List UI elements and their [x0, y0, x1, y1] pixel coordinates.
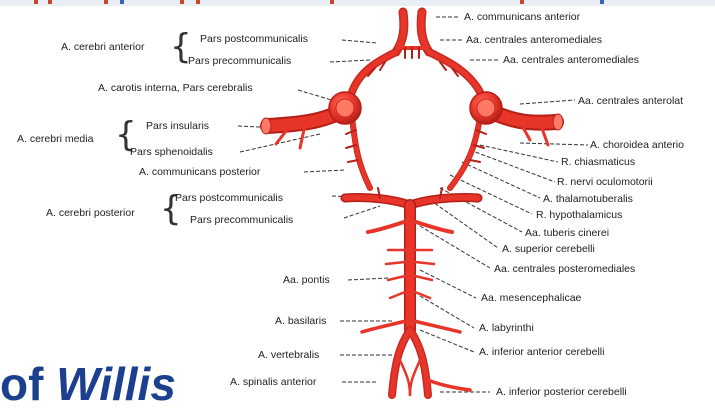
title-part-willis: Willis: [56, 358, 176, 410]
arteries: [268, 12, 556, 395]
label-centrales-posteromediales: Aa. centrales posteromediales: [494, 263, 635, 275]
label-communicans-anterior: A. communicans anterior: [464, 11, 580, 23]
label-superior-cerebelli: A. superior cerebelli: [502, 243, 595, 255]
label-aca-precommunicalis: Pars precommunicalis: [188, 55, 291, 67]
label-pars-sphenoidalis: Pars sphenoidalis: [130, 146, 213, 158]
label-cerebri-media: A. cerebri media: [17, 133, 93, 145]
label-cerebri-anterior: A. cerebri anterior: [61, 41, 144, 53]
circle-of-willis-diagram: { { { A. communicans anterior Aa. centra…: [0, 0, 715, 401]
label-pca-postcommunicalis: Pars postcommunicalis: [175, 192, 283, 204]
label-pca-precommunicalis: Pars precommunicalis: [190, 214, 293, 226]
label-spinalis-anterior: A. spinalis anterior: [230, 376, 316, 388]
label-mesencephalicae: Aa. mesencephalicae: [481, 292, 581, 304]
label-pars-insularis: Pars insularis: [146, 120, 209, 132]
label-inferior-anterior-cerebelli: A. inferior anterior cerebelli: [479, 346, 604, 358]
label-choroidea-anterior: A. choroidea anterio: [590, 139, 684, 151]
label-thalamotuberalis: A. thalamotuberalis: [543, 193, 633, 205]
label-nervi-oculomotorii: R. nervi oculomotorii: [557, 176, 653, 188]
label-communicans-posterior: A. communicans posterior: [139, 166, 260, 178]
label-centrales-anteromediales-1: Aa. centrales anteromediales: [466, 34, 602, 46]
label-carotis-interna: A. carotis interna, Pars cerebralis: [98, 82, 253, 94]
title-part-of: of: [0, 358, 56, 410]
label-inferior-posterior-cerebelli: A. inferior posterior cerebelli: [496, 386, 627, 398]
label-labyrinthi: A. labyrinthi: [479, 322, 534, 334]
label-cerebri-posterior: A. cerebri posterior: [46, 207, 135, 219]
label-centrales-anterolat: Aa. centrales anterolat: [578, 95, 683, 107]
label-centrales-anteromediales-2: Aa. centrales anteromediales: [503, 54, 639, 66]
slide-title-overlay: of Willis: [0, 362, 176, 406]
label-hypothalamicus: R. hypothalamicus: [536, 209, 622, 221]
label-basilaris: A. basilaris: [275, 315, 326, 327]
label-vertebralis: A. vertebralis: [258, 349, 319, 361]
label-pontis: Aa. pontis: [283, 274, 330, 286]
label-tuberis-cinerei: Aa. tuberis cinerei: [525, 227, 609, 239]
label-aca-postcommunicalis: Pars postcommunicalis: [200, 33, 308, 45]
label-chiasmaticus: R. chiasmaticus: [561, 156, 635, 168]
